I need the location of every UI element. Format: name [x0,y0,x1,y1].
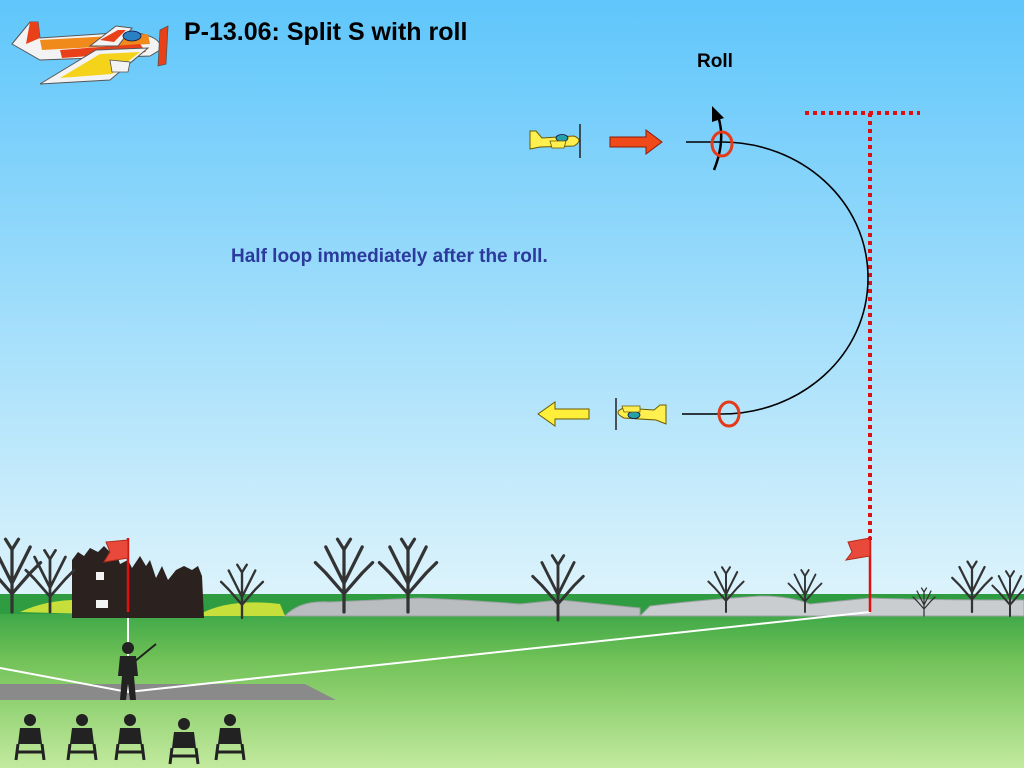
flight-path [682,141,869,415]
page-title: P-13.06: Split S with roll [184,18,468,46]
roll-label: Roll [697,51,733,72]
sight-line-left [0,667,129,693]
sky [0,0,1024,610]
aerobatic-plane-icon [11,21,169,85]
plane-left-inverted-icon [615,398,667,430]
plane-right-icon [529,124,581,158]
exit-marker-circle [717,400,741,428]
entry-direction-arrow [609,129,663,155]
flag-icon [844,536,872,612]
roll-arrow-icon [712,106,724,171]
exit-direction-arrow [537,401,590,427]
distant-hills [283,597,641,617]
pilot-icon [118,642,157,700]
sight-line-right [127,611,871,693]
distant-hills-right [638,595,1024,617]
roll-marker-circle [710,130,734,158]
maneuver-description: Half loop immediately after the roll. [231,246,548,267]
building-ruin-icon [72,546,204,618]
runway [0,684,336,700]
flag-icon [103,538,130,612]
